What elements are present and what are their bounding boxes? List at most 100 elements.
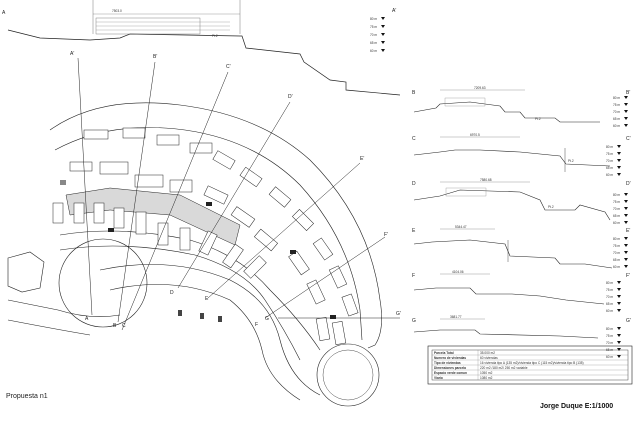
svg-text:C': C' — [626, 136, 631, 142]
section-a-levels: 80 m 75 m 70 m 65 m 60 m — [370, 17, 385, 53]
svg-text:75 m: 75 m — [370, 25, 377, 29]
section-a-start-label: A — [2, 10, 6, 16]
table-value-4: 1050 m2 — [480, 371, 493, 375]
svg-text:G': G' — [396, 311, 401, 317]
table-key-4: Espacio verde comun — [434, 371, 467, 375]
svg-text:C': C' — [226, 64, 231, 70]
section-a: 7503.0 Pt.2 A A' 80 m 75 m 70 m 65 m 60 … — [2, 0, 401, 96]
table-value-1: 60 viviendas — [480, 356, 498, 360]
svg-text:F: F — [255, 322, 258, 328]
svg-text:75 m: 75 m — [606, 334, 613, 338]
svg-text:7209.63: 7209.63 — [474, 86, 486, 90]
svg-text:75 m: 75 m — [606, 288, 613, 292]
svg-text:70 m: 70 m — [613, 251, 620, 255]
svg-text:B': B' — [153, 54, 157, 60]
svg-text:75 m: 75 m — [613, 103, 620, 107]
section-c: C C' 6970.5 Pt.2 80 m 75 m 70 m 65 m 60 … — [412, 133, 631, 177]
svg-text:4104.06: 4104.06 — [452, 270, 464, 274]
cul-de-sac-south — [316, 343, 380, 407]
svg-text:G: G — [412, 318, 416, 324]
svg-text:60 m: 60 m — [606, 309, 613, 313]
svg-text:60 m: 60 m — [606, 173, 613, 177]
table-key-0: Parcela Total — [434, 351, 454, 355]
section-e: E E' 5344.47 80 m 75 m 70 m 65 m 60 m — [412, 225, 630, 269]
svg-text:80 m: 80 m — [606, 327, 613, 331]
svg-text:70 m: 70 m — [606, 295, 613, 299]
table-key-3: Dimensiones parcela — [434, 366, 466, 370]
sheet-title: Propuesta n1 — [6, 393, 48, 400]
svg-text:60 m: 60 m — [613, 221, 620, 225]
svg-text:60 m: 60 m — [613, 124, 620, 128]
summary-table: Parcela Total 35.000 m2 Numero de vivien… — [427, 345, 633, 385]
svg-text:80 m: 80 m — [606, 145, 613, 149]
svg-text:E': E' — [360, 156, 364, 162]
svg-text:D: D — [412, 181, 416, 187]
svg-text:65 m: 65 m — [606, 302, 613, 306]
table-value-3: 220 m2 /180 m2/ 250 m2 variable — [480, 366, 528, 370]
table-value-2: 16 vivienda tipo A (135 m2)/vivienda tip… — [480, 361, 584, 365]
svg-text:5344.47: 5344.47 — [455, 225, 467, 229]
svg-text:Pt.2: Pt.2 — [548, 205, 554, 209]
svg-text:E': E' — [626, 228, 630, 234]
svg-text:D': D' — [626, 181, 631, 187]
svg-text:F': F' — [384, 232, 388, 238]
svg-text:60 m: 60 m — [613, 265, 620, 269]
table-key-2: Tipo de viviendas — [434, 361, 461, 365]
houses-middle-row — [69, 161, 326, 305]
svg-text:80 m: 80 m — [370, 17, 377, 21]
section-a-end-label: A' — [392, 8, 396, 14]
section-b: B B' 7209.63 Pt.2 80 m 75 m 70 m 65 m 60… — [412, 86, 630, 128]
svg-text:B: B — [412, 90, 416, 96]
author-scale: Jorge Duque E:1/1000 — [540, 403, 614, 410]
svg-text:A': A' — [70, 51, 74, 57]
svg-text:70 m: 70 m — [606, 159, 613, 163]
section-a-dim: 7503.0 — [112, 9, 122, 13]
svg-text:E: E — [412, 228, 416, 234]
svg-text:80 m: 80 m — [613, 193, 620, 197]
svg-text:70 m: 70 m — [370, 33, 377, 37]
svg-text:C: C — [122, 323, 126, 329]
svg-text:65 m: 65 m — [613, 214, 620, 218]
svg-text:80 m: 80 m — [613, 96, 620, 100]
svg-text:65 m: 65 m — [613, 258, 620, 262]
svg-text:Pt.2: Pt.2 — [568, 159, 574, 163]
svg-text:80 m: 80 m — [606, 281, 613, 285]
section-f: F F' 4104.06 80 m 75 m 70 m 65 m 60 m — [412, 270, 630, 313]
table-value-0: 35.000 m2 — [480, 351, 495, 355]
section-cut-labels: A' A B' B C' C D' D E' E F' F G' G — [70, 51, 401, 329]
svg-text:7580.68: 7580.68 — [480, 178, 492, 182]
svg-text:75 m: 75 m — [613, 244, 620, 248]
svg-text:60 m: 60 m — [606, 355, 613, 359]
svg-text:65 m: 65 m — [606, 166, 613, 170]
svg-text:6970.5: 6970.5 — [470, 133, 480, 137]
svg-text:G': G' — [626, 318, 631, 324]
svg-text:Pt.2: Pt.2 — [535, 117, 541, 121]
table-key-5: Viario — [434, 376, 443, 380]
svg-text:E: E — [205, 296, 209, 302]
site-plan — [7, 102, 382, 407]
svg-text:75 m: 75 m — [613, 200, 620, 204]
svg-text:F': F' — [626, 273, 630, 279]
svg-text:80 m: 80 m — [613, 237, 620, 241]
svg-text:Pt.2: Pt.2 — [212, 34, 218, 38]
svg-text:65 m: 65 m — [613, 117, 620, 121]
svg-text:70 m: 70 m — [606, 341, 613, 345]
svg-text:G: G — [265, 316, 269, 322]
svg-text:A: A — [85, 316, 89, 322]
svg-text:B': B' — [626, 90, 630, 96]
svg-text:B: B — [113, 323, 117, 329]
table-value-5: 1080 m2 — [480, 376, 493, 380]
svg-text:65 m: 65 m — [370, 41, 377, 45]
svg-text:F: F — [412, 273, 415, 279]
svg-text:60 m: 60 m — [370, 49, 377, 53]
svg-text:70 m: 70 m — [613, 110, 620, 114]
svg-text:70 m: 70 m — [613, 207, 620, 211]
section-d: D D' 7580.68 Pt.2 80 m 75 m 70 m 65 m 60… — [412, 178, 631, 225]
table-key-1: Numero de viviendas — [434, 356, 466, 360]
svg-text:75 m: 75 m — [606, 152, 613, 156]
svg-text:D: D — [170, 290, 174, 296]
svg-text:3681.77: 3681.77 — [450, 315, 462, 319]
houses-south-row — [52, 202, 347, 345]
svg-text:D': D' — [288, 94, 293, 100]
